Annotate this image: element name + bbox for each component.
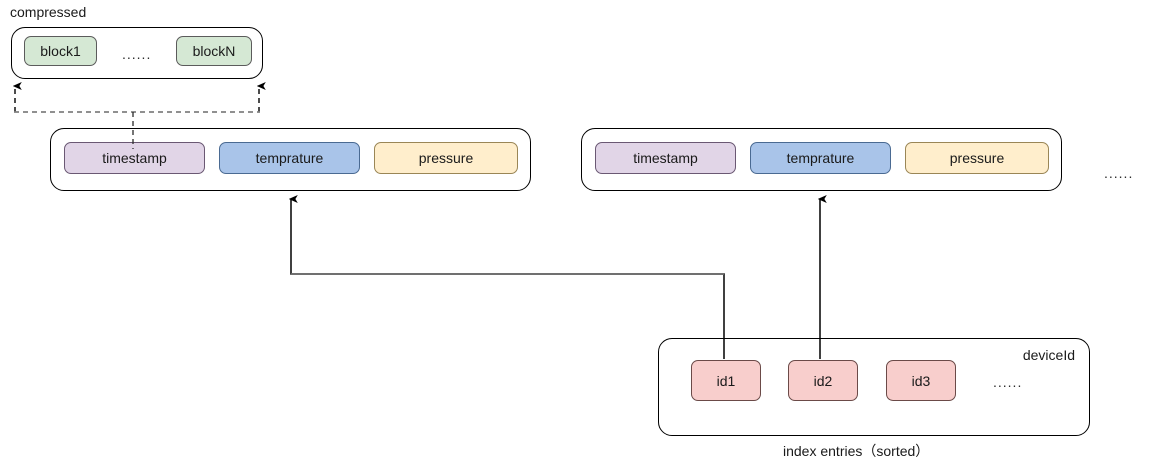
compressed-label: compressed <box>10 4 87 20</box>
index-entry-label: id3 <box>911 372 931 389</box>
index-entry-label: id2 <box>813 372 833 389</box>
block-chip-label: block1 <box>40 43 81 59</box>
block-chip-block1[interactable]: block1 <box>24 36 97 66</box>
block-chip-blockN[interactable]: blockN <box>176 36 252 66</box>
index-entry-chip-id2[interactable]: id2 <box>788 360 858 401</box>
compressed-container: block1 ...... blockN <box>11 27 263 79</box>
column-chip-temprature[interactable]: temprature <box>750 142 891 174</box>
column-chip-timestamp[interactable]: timestamp <box>64 142 205 174</box>
column-chip-pressure[interactable]: pressure <box>905 142 1049 174</box>
column-chip-label: temprature <box>255 150 324 166</box>
data-rows-trailing-ellipsis: ...... <box>1104 165 1134 181</box>
connector-id1-to-row1 <box>288 195 725 359</box>
index-entry-label: id1 <box>716 372 736 389</box>
column-chip-label: timestamp <box>633 150 698 166</box>
data-row-container-2: timestamp temprature pressure <box>581 128 1062 191</box>
index-entry-chip-id1[interactable]: id1 <box>691 360 761 401</box>
column-chip-label: pressure <box>949 150 1005 166</box>
column-chip-timestamp[interactable]: timestamp <box>595 142 736 174</box>
compressed-inner-ellipsis: ...... <box>122 46 152 62</box>
column-chip-pressure[interactable]: pressure <box>374 142 518 174</box>
column-chip-temprature[interactable]: temprature <box>219 142 360 174</box>
index-entries-caption: index entries（sorted） <box>783 443 930 459</box>
index-entries-container: deviceId id1 id2 id3 ...... <box>658 338 1090 436</box>
index-entry-chip-id3[interactable]: id3 <box>886 360 956 401</box>
block-chip-label: blockN <box>192 43 236 59</box>
index-entries-ellipsis: ...... <box>993 374 1023 390</box>
device-id-label: deviceId <box>1022 347 1075 363</box>
data-row-container-1: timestamp temprature pressure <box>50 128 531 191</box>
column-chip-label: temprature <box>786 150 855 166</box>
column-chip-label: pressure <box>418 150 474 166</box>
column-chip-label: timestamp <box>102 150 167 166</box>
